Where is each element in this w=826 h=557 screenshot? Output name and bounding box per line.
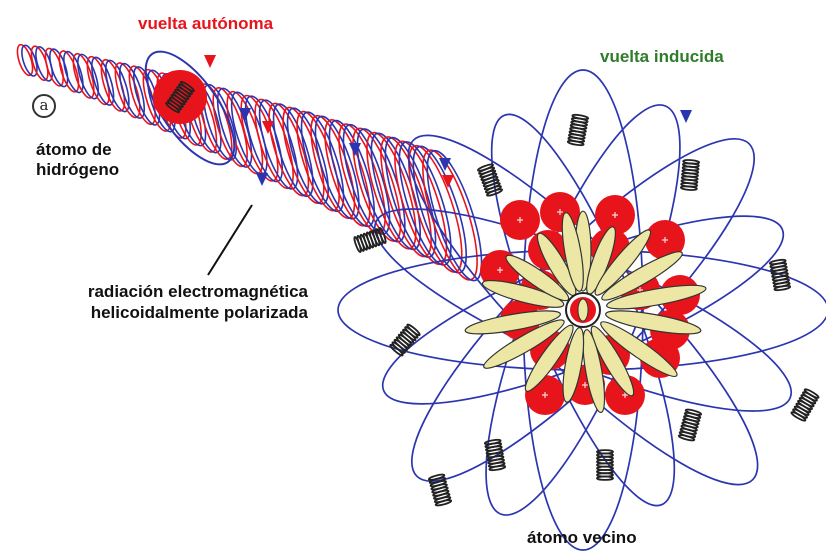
hydrogen-atom-label-line2: hidrógeno: [36, 160, 119, 179]
spring-icon: [597, 450, 613, 480]
autonomous-spin-label: vuelta autónoma: [138, 14, 273, 33]
radiation-pointer-line: [208, 205, 252, 275]
neighbor-atom-label: átomo vecino: [527, 528, 637, 547]
spring-icon: [485, 439, 506, 471]
hydrogen-atom: [129, 38, 251, 178]
radiation-label-line2: helicoidalmente polarizada: [8, 303, 308, 322]
arrow-icon: [262, 121, 274, 134]
marker-a: a: [32, 94, 56, 118]
arrow-icon: [204, 55, 216, 68]
core-nucleon: [578, 299, 588, 321]
neighbor-atom: [338, 70, 826, 550]
pointer-line: [208, 205, 252, 275]
radiation-label-line1: radiación electromagnética: [8, 282, 308, 301]
hydrogen-atom-label-line1: átomo de: [36, 140, 112, 159]
proton-icon: [153, 70, 207, 124]
spring-icon: [389, 323, 420, 356]
spring-icon: [791, 388, 820, 422]
spring-icon: [353, 227, 386, 252]
induced-spin-label: vuelta inducida: [600, 47, 724, 66]
spring-icon: [477, 163, 502, 196]
spring-icon: [681, 159, 700, 190]
spring-icon: [568, 114, 589, 146]
spring-icon: [678, 409, 701, 442]
arrow-icon: [256, 173, 268, 186]
helix-loop-red: [42, 46, 67, 87]
arrow-icon: [680, 110, 692, 123]
